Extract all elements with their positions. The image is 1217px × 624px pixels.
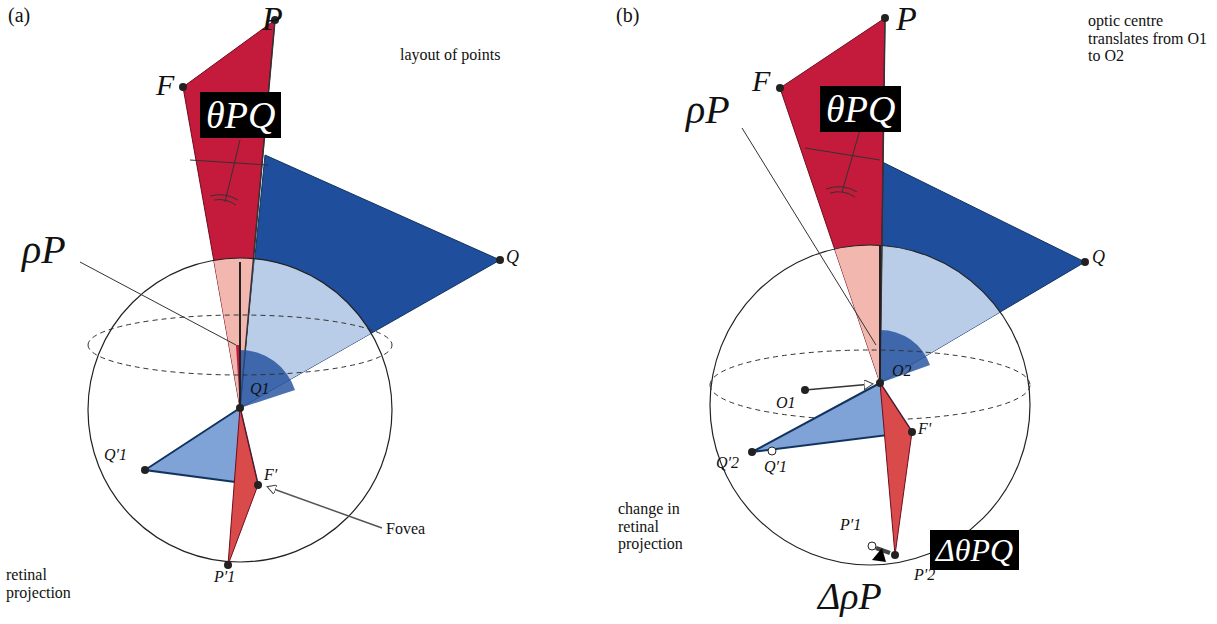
figure-label: F': [918, 420, 931, 438]
angle-symbol: ΔθPQ: [936, 534, 1013, 566]
figure-label: Q1: [250, 380, 270, 398]
figure-label: layout of points: [400, 46, 500, 64]
figure-label: ρP: [686, 88, 730, 132]
figure-label: P′1: [840, 516, 861, 534]
figure-label: F′: [264, 466, 277, 484]
figure-label: (b): [616, 4, 639, 26]
figure-label: Q: [1092, 248, 1105, 268]
figure-label: Fovea: [386, 520, 425, 538]
figure-label: P′1: [214, 568, 235, 586]
figure-label: ΔρP: [818, 576, 882, 618]
angle-callout-box: θPQ: [200, 92, 281, 138]
figure-label: P: [896, 0, 917, 37]
figure-label: F: [752, 64, 770, 97]
figure-label: Q′2: [716, 454, 739, 472]
figure-label: P: [262, 0, 283, 37]
angle-symbol: θPQ: [206, 96, 275, 134]
figure-label: Q′1: [104, 446, 127, 464]
figure-label: Q: [506, 248, 519, 268]
figure-label: O2: [892, 362, 912, 380]
angle-callout-box: θPQ: [820, 86, 901, 132]
figure-label: optic centre translates from O1 to O2: [1088, 12, 1208, 65]
figure-label: Q′1: [764, 458, 787, 476]
figure-label: O1: [776, 394, 796, 412]
figure-label: (a): [8, 4, 30, 26]
panel-b-figure: [710, 14, 1089, 565]
figure-label: ρP: [22, 228, 66, 272]
panel-a-figure: [80, 16, 504, 569]
angle-symbol: θPQ: [826, 90, 895, 128]
figure-label: F: [156, 68, 174, 101]
figure-label: retinal projection: [6, 566, 86, 601]
angle-callout-box: ΔθPQ: [930, 530, 1019, 570]
figure-label: change in retinal projection: [618, 500, 710, 553]
